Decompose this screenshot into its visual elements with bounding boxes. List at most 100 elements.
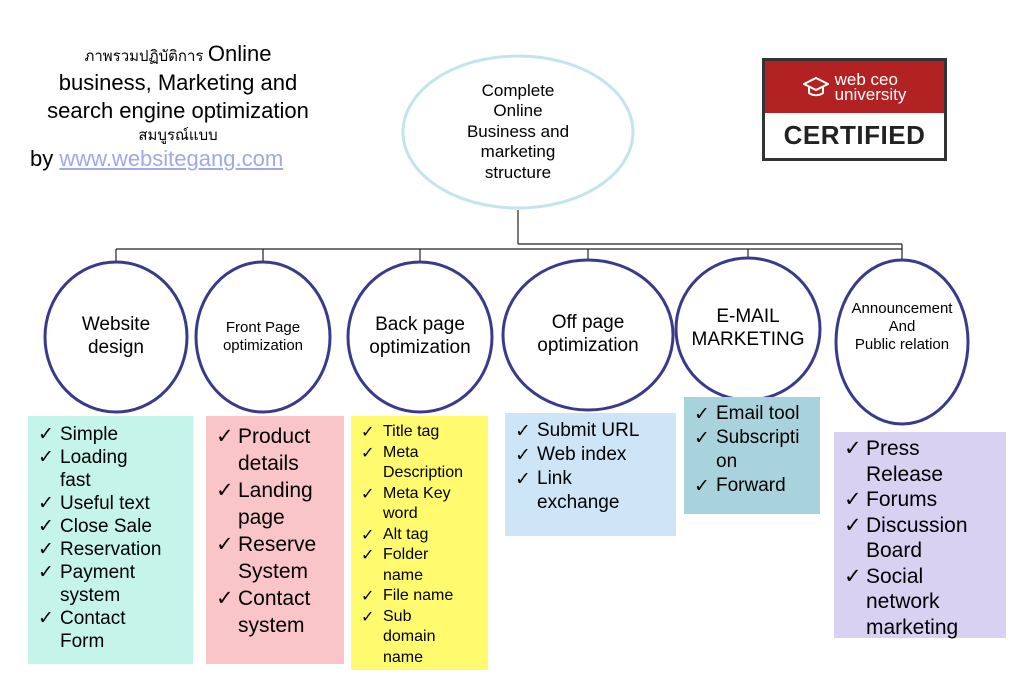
by-label: by bbox=[30, 146, 54, 172]
category-off-page-optimization: Off page optimization bbox=[537, 312, 639, 356]
graduation-cap-icon bbox=[802, 76, 829, 97]
checkmark-icon: ✓ bbox=[361, 524, 375, 544]
certified-badge: web ceo university CERTIFIED bbox=[762, 58, 947, 161]
checkmark-icon: ✓ bbox=[38, 492, 54, 514]
checkmark-icon: ✓ bbox=[216, 424, 234, 448]
list-item-text: Social network marketing bbox=[866, 564, 959, 639]
checkmark-icon: ✓ bbox=[38, 446, 54, 468]
checkmark-icon: ✓ bbox=[361, 483, 375, 503]
list-item: ✓Web index bbox=[505, 443, 676, 467]
list-item-text: Link exchange bbox=[537, 468, 620, 513]
list-item: ✓ Useful text bbox=[28, 492, 193, 515]
title-line2: business, Marketing and bbox=[58, 69, 298, 95]
list-item: ✓Title tag bbox=[351, 422, 488, 443]
checkmark-icon: ✓ bbox=[694, 403, 710, 425]
list-item: ✓Social network marketing bbox=[834, 564, 1006, 641]
list-item: ✓Contact Form bbox=[28, 607, 193, 653]
category-ellipse bbox=[834, 258, 970, 426]
back-page-items: ✓Title tag✓Meta Description✓Meta Key wor… bbox=[351, 416, 488, 670]
list-item-text: Close Sale bbox=[60, 516, 152, 537]
list-item: ✓Product details bbox=[206, 423, 344, 477]
list-item: ✓ Subscripti on bbox=[684, 426, 820, 474]
checkmark-icon: ✓ bbox=[361, 422, 375, 441]
list-item-text: Forums bbox=[866, 488, 938, 511]
checkmark-icon: ✓ bbox=[844, 487, 862, 511]
category-front-page-optimization: Front Page optimization bbox=[222, 319, 304, 354]
list-item-text: Folder name bbox=[383, 546, 429, 584]
list-item: ✓ Alt tag bbox=[351, 525, 488, 546]
list-item: ✓ Loading fast bbox=[28, 446, 193, 492]
list-item-text: Alt tag bbox=[383, 525, 429, 543]
email-marketing-items: ✓ Email tool ✓ Subscripti on✓Forward bbox=[684, 397, 820, 514]
category-announcement-pr: Announcement And Public relation bbox=[851, 300, 953, 353]
list-item-text: Submit URL bbox=[537, 420, 640, 441]
list-item-text: Contact system bbox=[238, 587, 311, 637]
list-item-text: Meta Key word bbox=[383, 484, 451, 523]
checkmark-icon: ✓ bbox=[694, 427, 710, 449]
list-item-text: Product details bbox=[238, 425, 311, 475]
title-line1: Online bbox=[207, 41, 272, 66]
title-thai-bottom: สมบูรณ์แบบ bbox=[138, 125, 218, 144]
list-item: ✓Reservation bbox=[28, 538, 193, 561]
category-ellipse bbox=[194, 260, 332, 414]
badge-brand-line2: university bbox=[834, 85, 907, 104]
list-item-text: Simple bbox=[60, 424, 119, 445]
list-item: ✓ Folder name bbox=[351, 545, 488, 586]
list-item: ✓ Close Sale bbox=[28, 515, 193, 538]
checkmark-icon: ✓ bbox=[844, 436, 862, 460]
diagram-title: ภาพรวมปฏิบัติการ Online business, Market… bbox=[10, 40, 346, 174]
badge-brand-line1: web ceo bbox=[834, 69, 898, 89]
list-item: ✓ Sub domain name bbox=[351, 607, 488, 669]
checkmark-icon: ✓ bbox=[361, 545, 375, 564]
list-item: ✓ Meta Key word bbox=[351, 484, 488, 525]
list-item-text: Sub domain name bbox=[383, 607, 436, 666]
checkmark-icon: ✓ bbox=[38, 561, 54, 583]
title-line3: search engine optimization bbox=[47, 98, 309, 124]
website-design-items: ✓ Simple ✓ Loading fast ✓ Useful text ✓ Close S… bbox=[28, 416, 193, 664]
list-item-text: Useful text bbox=[60, 493, 150, 514]
off-page-items: ✓Submit URL✓Web index✓Link exchange bbox=[505, 413, 676, 536]
list-item: ✓ Link exchange bbox=[505, 467, 676, 515]
list-item-text: Subscripti on bbox=[716, 427, 800, 472]
checkmark-icon: ✓ bbox=[844, 563, 862, 588]
badge-brand: web ceo university bbox=[834, 69, 907, 104]
list-item-text: Meta Description bbox=[383, 443, 464, 482]
checkmark-icon: ✓ bbox=[844, 512, 862, 537]
list-item-text: Reservation bbox=[60, 539, 162, 560]
category-ellipse bbox=[43, 260, 189, 414]
list-item: ✓Press Release bbox=[834, 436, 1006, 487]
front-page-items: ✓Product details✓Landing page✓Reserve Sy… bbox=[206, 416, 344, 664]
list-item: ✓ Simple bbox=[28, 423, 193, 446]
list-item-text: Landing page bbox=[238, 479, 313, 529]
list-item: ✓Contact system bbox=[206, 585, 344, 639]
list-item-text: Email tool bbox=[716, 403, 800, 424]
list-item: ✓Submit URL bbox=[505, 419, 676, 443]
title-byline: by www.websitegang.com bbox=[10, 145, 346, 174]
checkmark-icon: ✓ bbox=[38, 423, 54, 445]
list-item: ✓ Meta Description bbox=[351, 443, 488, 484]
checkmark-icon: ✓ bbox=[515, 444, 531, 466]
checkmark-icon: ✓ bbox=[38, 515, 54, 537]
list-item-text: Loading fast bbox=[60, 447, 128, 491]
list-item: ✓Reserve System bbox=[206, 531, 344, 585]
category-ellipse bbox=[346, 260, 494, 414]
checkmark-icon: ✓ bbox=[694, 475, 710, 497]
list-item-text: Payment system bbox=[60, 562, 135, 606]
checkmark-icon: ✓ bbox=[361, 606, 375, 626]
badge-certified-text: CERTIFIED bbox=[783, 120, 926, 150]
list-item-text: File name bbox=[383, 587, 454, 604]
checkmark-icon: ✓ bbox=[515, 468, 531, 490]
checkmark-icon: ✓ bbox=[361, 442, 375, 462]
list-item: ✓Forums bbox=[834, 487, 1006, 513]
list-item: ✓ File name bbox=[351, 586, 488, 607]
title-thai-top: ภาพรวมปฏิบัติการ bbox=[84, 47, 204, 65]
checkmark-icon: ✓ bbox=[361, 586, 375, 605]
root-node-label: Complete Online Business and marketing s… bbox=[466, 81, 570, 182]
list-item: ✓Forward bbox=[684, 474, 820, 498]
category-email-marketing: E-MAIL MARKETING bbox=[691, 306, 805, 350]
list-item-text: Contact Form bbox=[60, 608, 126, 652]
website-link[interactable]: www.websitegang.com bbox=[59, 146, 284, 172]
checkmark-icon: ✓ bbox=[216, 586, 234, 610]
category-website-design: Website design bbox=[81, 314, 151, 358]
